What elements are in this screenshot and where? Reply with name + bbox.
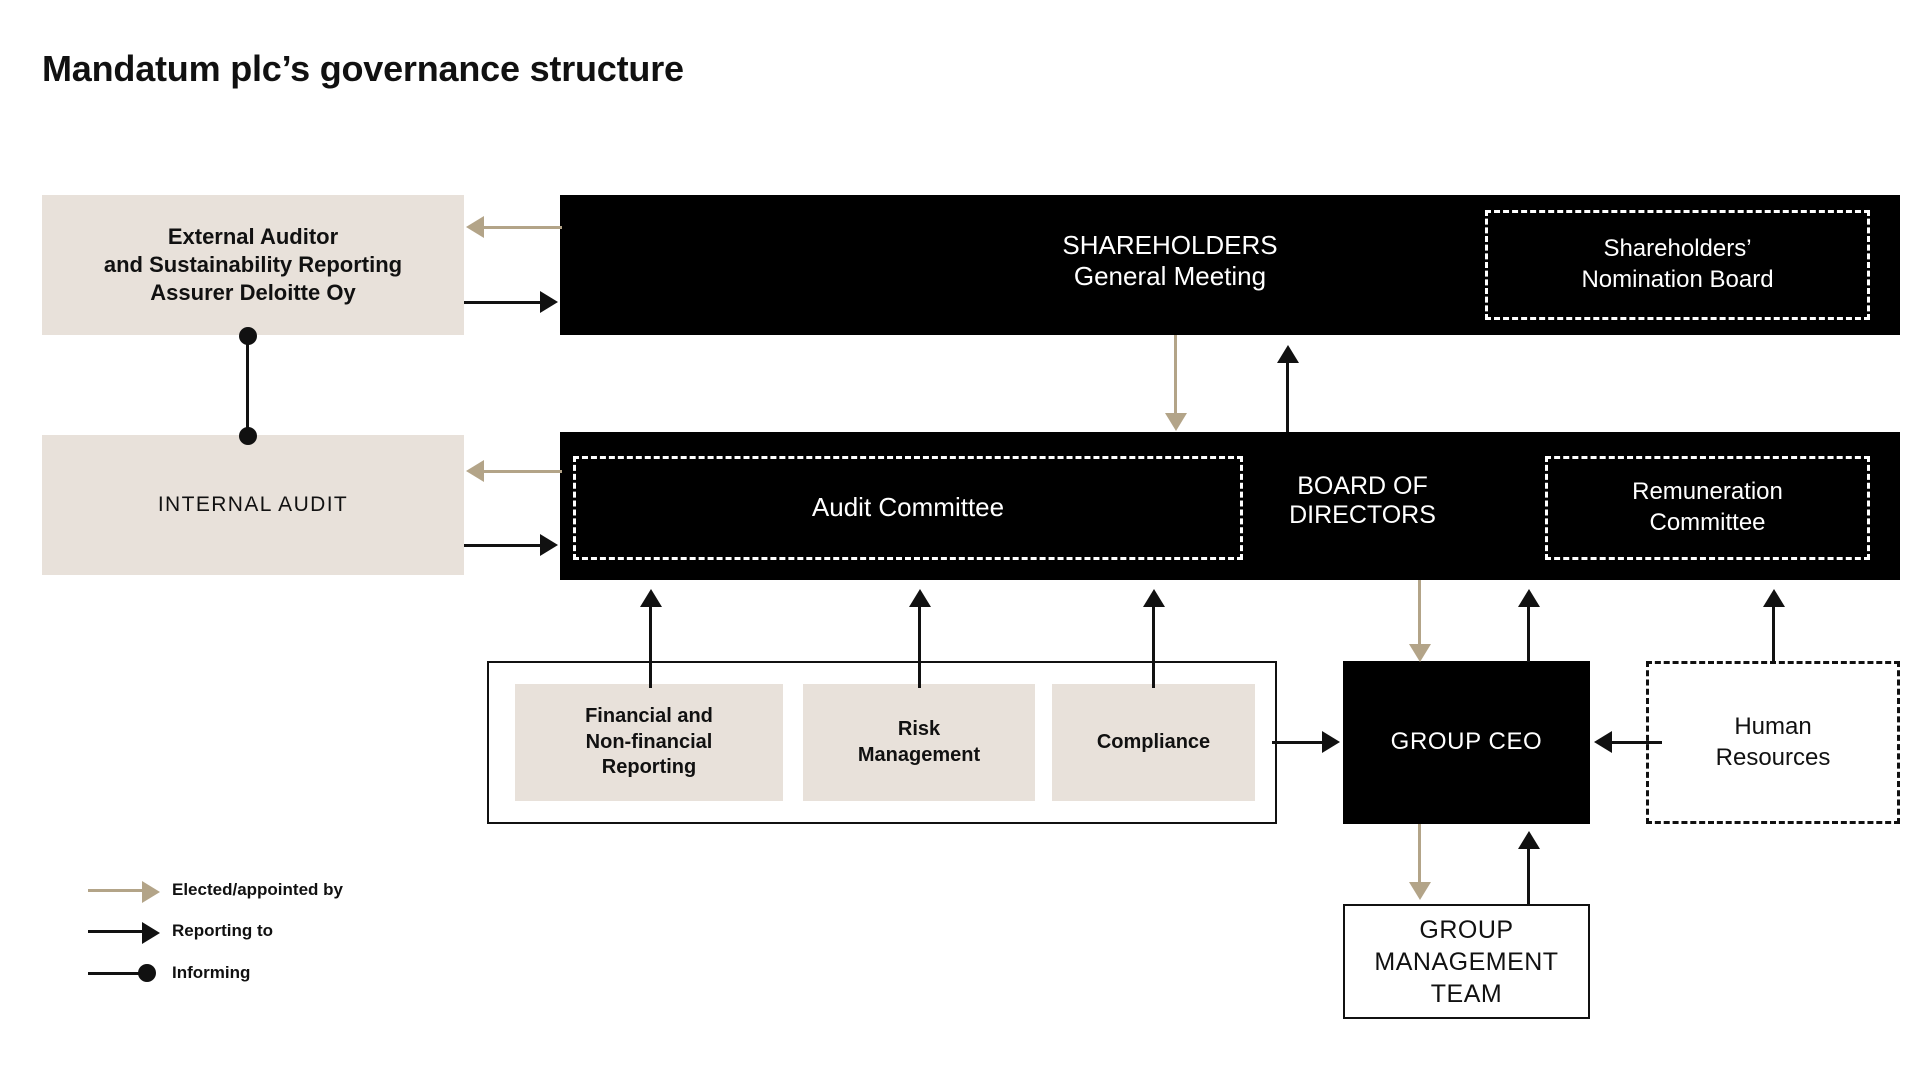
elected-auditor-arrowhead xyxy=(466,216,484,238)
group-management-team-line-2: MANAGEMENT xyxy=(1374,947,1559,976)
internal-audit-reporting-line xyxy=(464,544,542,547)
compliance-reporting-arrowhead xyxy=(1143,589,1165,607)
board-of-directors-line-2: DIRECTORS xyxy=(1289,501,1436,529)
group-ceo-label: GROUP CEO xyxy=(1390,728,1543,756)
elected-ceo-line xyxy=(1418,580,1421,648)
internal-audit-box: INTERNAL AUDIT xyxy=(42,435,464,575)
financial-reporting-line-3: Reporting xyxy=(601,756,697,779)
board-of-directors-line-1: BOARD OF xyxy=(1297,472,1428,500)
hr-reporting-arrowhead xyxy=(1763,589,1785,607)
financial-reporting-line-1: Financial and xyxy=(585,705,713,728)
elected-gmt-line xyxy=(1418,824,1421,886)
compliance-box: Compliance xyxy=(1052,684,1255,801)
financial-reporting-line xyxy=(649,598,652,688)
group-ceo-box: GROUP CEO xyxy=(1343,661,1590,824)
auditor-reporting-arrowhead xyxy=(540,291,558,313)
external-auditor-box: External Auditor and Sustainability Repo… xyxy=(42,195,464,335)
group-management-team-box: GROUP MANAGEMENT TEAM xyxy=(1343,904,1590,1019)
group-management-team-line-1: GROUP xyxy=(1419,915,1514,944)
elected-internal-audit-arrowhead xyxy=(466,460,484,482)
financial-reporting-box: Financial and Non-financial Reporting xyxy=(515,684,783,801)
remuneration-committee-line-1: Remuneration xyxy=(1632,478,1783,506)
informing-connector-dot-top xyxy=(239,327,257,345)
board-of-directors-label-group: BOARD OF DIRECTORS xyxy=(1255,472,1470,530)
legend-item-informing: Informing xyxy=(88,963,250,983)
legend-item-elected: Elected/appointed by xyxy=(88,880,343,903)
financial-reporting-arrowhead xyxy=(640,589,662,607)
ceo-reporting-line xyxy=(1527,598,1530,662)
internal-audit-label: INTERNAL AUDIT xyxy=(157,492,349,516)
elected-ceo-arrowhead xyxy=(1409,644,1431,662)
hr-to-ceo-line xyxy=(1610,741,1662,744)
shareholders-band xyxy=(560,195,1900,335)
dot-line-icon xyxy=(88,963,160,983)
risk-management-line-2: Management xyxy=(857,743,981,766)
legend-label-reporting: Reporting to xyxy=(172,921,274,940)
shareholders-nomination-board-box: Shareholders’ Nomination Board xyxy=(1485,210,1870,320)
nomination-board-line-1: Shareholders’ xyxy=(1603,235,1752,263)
risk-management-line xyxy=(918,598,921,688)
shareholders-line-1: SHAREHOLDERS xyxy=(1062,230,1278,260)
informing-connector-line xyxy=(246,335,249,435)
risk-management-box: Risk Management xyxy=(803,684,1035,801)
elected-auditor-line xyxy=(484,226,562,229)
legend-item-reporting: Reporting to xyxy=(88,921,274,944)
legend-label-elected: Elected/appointed by xyxy=(172,880,343,899)
gmt-reporting-arrowhead xyxy=(1518,831,1540,849)
human-resources-box: Human Resources xyxy=(1646,661,1900,824)
elected-board-arrowhead xyxy=(1165,413,1187,431)
external-auditor-line-3: Assurer Deloitte Oy xyxy=(150,280,356,306)
board-reporting-arrowhead xyxy=(1277,345,1299,363)
auditor-reporting-line xyxy=(464,301,542,304)
external-auditor-line-2: and Sustainability Reporting xyxy=(103,251,403,277)
external-auditor-line-1: External Auditor xyxy=(167,223,339,249)
internal-audit-reporting-arrowhead xyxy=(540,534,558,556)
audit-committee-box: Audit Committee xyxy=(573,456,1243,560)
black-arrow-icon xyxy=(88,921,160,944)
human-resources-line-2: Resources xyxy=(1715,743,1831,771)
nomination-board-line-2: Nomination Board xyxy=(1581,266,1774,293)
risk-management-arrowhead xyxy=(909,589,931,607)
shareholders-line-2: General Meeting xyxy=(1073,261,1267,291)
human-resources-line-1: Human xyxy=(1734,712,1812,740)
elected-board-line xyxy=(1174,335,1177,415)
hr-reporting-line xyxy=(1772,598,1775,662)
elected-gmt-arrowhead xyxy=(1409,882,1431,900)
legend-label-informing: Informing xyxy=(172,963,251,982)
tan-arrow-icon xyxy=(88,880,160,903)
financial-reporting-line-2: Non-financial xyxy=(585,730,713,753)
elected-internal-audit-line xyxy=(484,470,562,473)
remuneration-committee-line-2: Committee xyxy=(1649,509,1766,536)
compliance-to-ceo-line xyxy=(1272,741,1324,744)
compliance-to-ceo-arrowhead xyxy=(1322,731,1340,753)
risk-management-line-1: Risk xyxy=(897,717,941,740)
audit-committee-label: Audit Committee xyxy=(811,492,1005,523)
compliance-label: Compliance xyxy=(1096,730,1211,753)
informing-connector-dot-bottom xyxy=(239,427,257,445)
compliance-reporting-line xyxy=(1152,598,1155,688)
shareholders-label-group: SHAREHOLDERS General Meeting xyxy=(1000,230,1340,292)
remuneration-committee-box: Remuneration Committee xyxy=(1545,456,1870,560)
page-title: Mandatum plc’s governance structure xyxy=(42,48,684,89)
gmt-reporting-line xyxy=(1527,840,1530,904)
group-management-team-line-3: TEAM xyxy=(1430,979,1503,1008)
hr-to-ceo-arrowhead xyxy=(1594,731,1612,753)
ceo-reporting-arrowhead xyxy=(1518,589,1540,607)
board-reporting-line xyxy=(1286,352,1289,432)
